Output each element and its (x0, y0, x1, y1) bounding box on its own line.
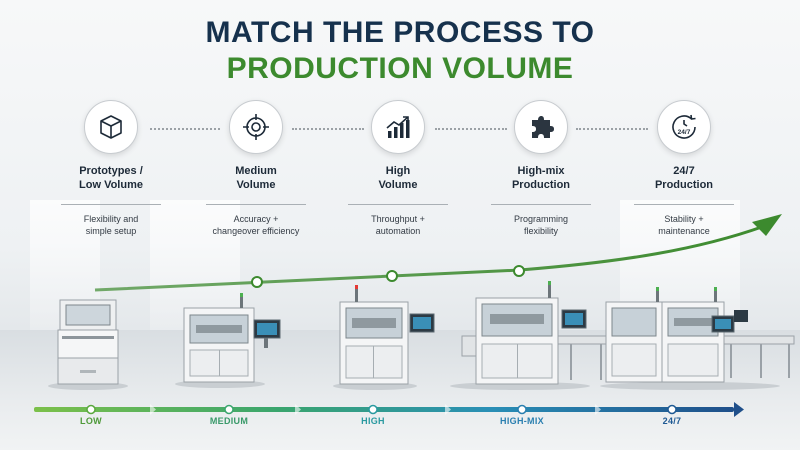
curve-marker (386, 270, 398, 282)
scale-label-high: HIGH (361, 416, 385, 426)
scale-marker (368, 404, 378, 415)
stage-connector (435, 128, 507, 132)
clock-24-7-icon: 24/7 (657, 100, 711, 154)
svg-text:24/7: 24/7 (678, 129, 691, 136)
high-volume-machine (333, 285, 435, 390)
stage-description: Accuracy +changeover efficiency (212, 214, 300, 236)
curve-marker (251, 276, 263, 288)
stage-description: Throughput +automation (371, 214, 425, 236)
stage-connector (150, 128, 220, 132)
scale-marker (667, 404, 677, 415)
page-title-line1: MATCH THE PROCESS TO (205, 16, 595, 49)
divider (61, 204, 161, 205)
stage-connector (292, 128, 364, 132)
divider (491, 204, 591, 205)
bar-chart-up-icon (371, 100, 425, 154)
scale-label-24-7: 24/7 (662, 416, 682, 426)
divider (206, 204, 306, 205)
high-mix-machine-line (450, 281, 609, 390)
curve-marker (513, 265, 525, 277)
crosshair-icon (229, 100, 283, 154)
scale-marker (86, 404, 96, 415)
divider (634, 204, 734, 205)
cube-icon (84, 100, 138, 154)
scale-label-low: LOW (80, 416, 102, 426)
puzzle-icon (514, 100, 568, 154)
continuous-production-line (600, 287, 795, 390)
stage-description: Stability +maintenance (658, 214, 710, 236)
stage-connector (576, 128, 648, 132)
arrow-head-icon (752, 214, 782, 236)
divider (348, 204, 448, 205)
scale-label-high-mix: HIGH-MIX (500, 416, 544, 426)
scale-marker (517, 404, 527, 415)
medium-volume-machine (175, 293, 281, 388)
scale-marker (224, 404, 234, 415)
prototype-machine (48, 299, 128, 390)
page-title-line2: PRODUCTION VOLUME (226, 52, 574, 85)
scale-arrow-icon (734, 402, 744, 417)
scale-label-medium: MEDIUM (209, 416, 249, 426)
stage-title: Prototypes /Low Volume (79, 165, 143, 191)
